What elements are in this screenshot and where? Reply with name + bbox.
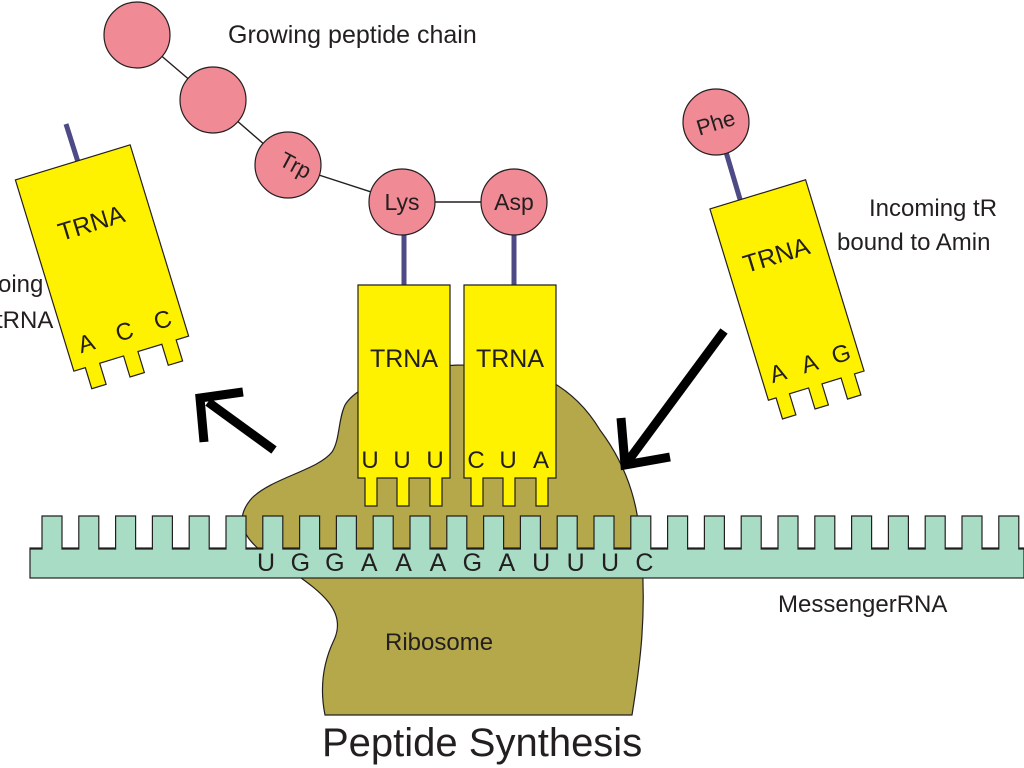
codon-letter-10: U: [567, 549, 585, 577]
codon-letter-12: C: [635, 549, 653, 577]
chain-bead-2: [179, 66, 247, 134]
incoming-anticodon-2: A: [798, 349, 821, 380]
codon-letter-9: U: [532, 549, 550, 577]
codon-letter-5: A: [395, 549, 412, 577]
p-site-trna: TRNA U U U: [357, 284, 451, 507]
p-site-anticodon-1: U: [361, 447, 378, 474]
outgoing-trna-text-2: tRNA: [0, 307, 53, 334]
codon-letter-2: G: [291, 549, 310, 577]
growing-chain-label: Growing peptide chain: [228, 21, 477, 49]
incoming-trna-text-1: Incoming tR: [869, 195, 997, 222]
amino-acids: Trp Lys Asp Phe: [103, 1, 750, 236]
codon-letter-3: G: [325, 549, 344, 577]
ribosome-label: Ribosome: [385, 629, 493, 656]
p-site-trna-label: TRNA: [370, 345, 438, 373]
trna-stems: [63, 123, 745, 285]
a-site-anticodon-3: A: [533, 447, 549, 474]
incoming-trna: TRNA A A G: [709, 179, 865, 420]
lys-label: Lys: [385, 189, 420, 215]
messenger-rna-label: MessengerRNA: [778, 591, 947, 618]
codon-letter-4: A: [361, 549, 378, 577]
asp-bead: [480, 168, 548, 236]
a-site-trna-label: TRNA: [476, 345, 544, 373]
outgoing-anticodon-1: A: [75, 329, 98, 360]
codon-letter-6: A: [430, 549, 447, 577]
codon-letter-1: U: [257, 549, 275, 577]
mrna-strand: [29, 515, 1024, 579]
codon-letter-11: U: [601, 549, 619, 577]
codon-letter-7: G: [463, 549, 482, 577]
p-site-anticodon-3: U: [426, 447, 443, 474]
outgoing-trna: TRNA A C C: [14, 144, 190, 390]
codon-letter-8: A: [498, 549, 515, 577]
outgoing-trna-text-1: oing: [0, 271, 43, 298]
entry-arrow: [616, 328, 728, 471]
chain-bead-1: [103, 1, 171, 69]
incoming-trna-text-2: bound to Amin: [837, 229, 990, 256]
a-site-anticodon-2: U: [499, 447, 516, 474]
p-site-anticodon-2: U: [393, 447, 410, 474]
a-site-anticodon-1: C: [467, 447, 484, 474]
phe-bead: [682, 88, 750, 156]
exit-arrow: [195, 387, 277, 454]
trp-bead: [254, 131, 322, 199]
a-site-trna: TRNA C U A: [463, 284, 557, 507]
diagram-title: Peptide Synthesis: [322, 721, 642, 765]
incoming-anticodon-1: A: [766, 359, 789, 390]
lys-bead: [368, 168, 436, 236]
asp-label: Asp: [494, 189, 534, 215]
